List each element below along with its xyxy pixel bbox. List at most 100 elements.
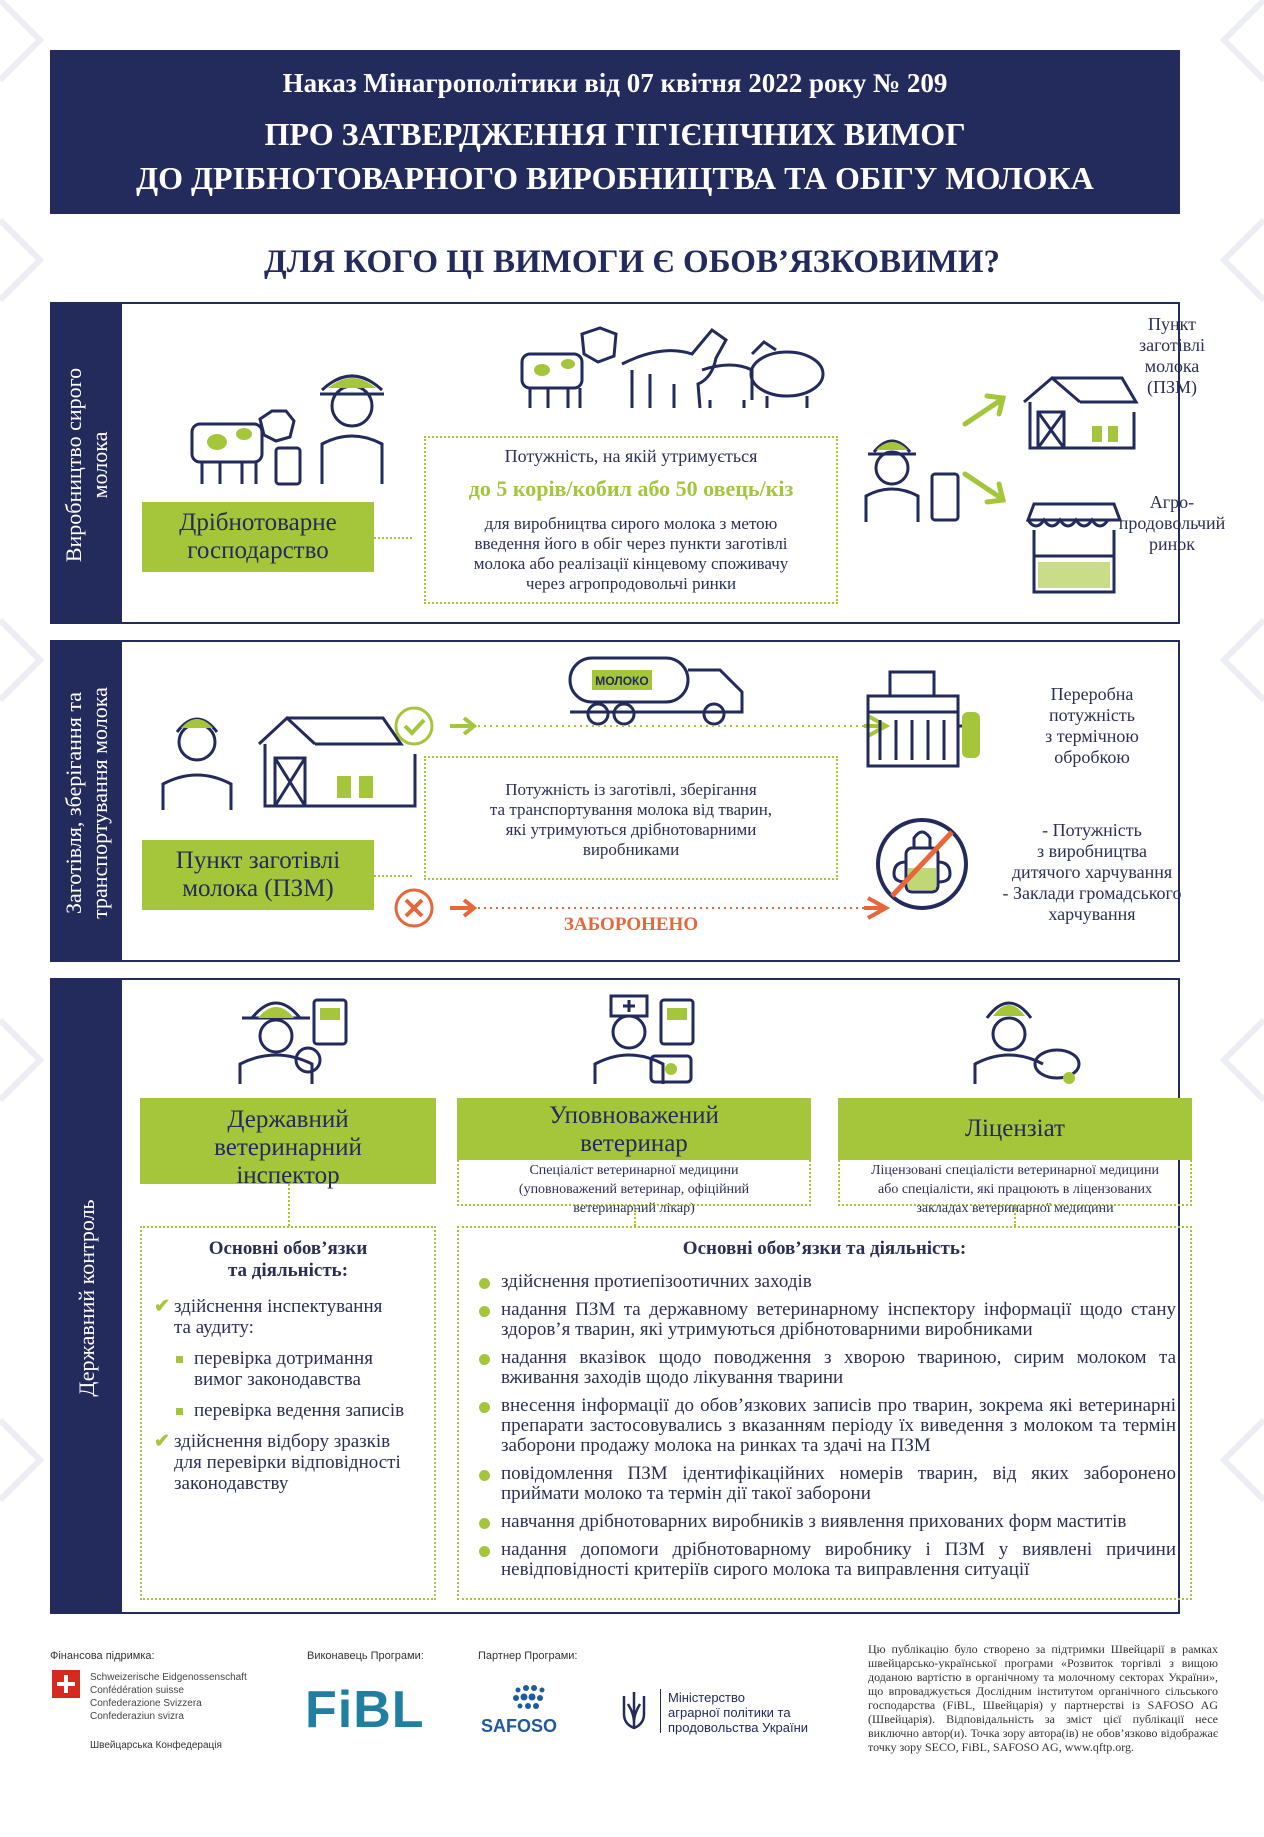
partner-label: Партнер Програми: — [478, 1650, 578, 1662]
point-label-line: молока (ПЗМ) — [182, 875, 334, 902]
inspector-duties-list: ✔ здійснення інспектування та аудиту: пе… — [154, 1296, 418, 1494]
inspector-duty: ✔ здійснення інспектування та аудиту: — [154, 1296, 418, 1338]
connector-line — [374, 537, 412, 539]
connector-line — [288, 1184, 290, 1226]
square-bullet-icon — [176, 1356, 183, 1363]
processing-plant-icon — [866, 670, 980, 768]
duty-line: законодавству — [174, 1473, 289, 1494]
duty-line: здійснення інспектування — [174, 1296, 383, 1317]
allowed-line: обробкою — [1054, 747, 1130, 767]
allowed-arrow — [394, 706, 891, 746]
executor-label: Виконавець Програми: — [307, 1650, 424, 1662]
desc-line: виробниками — [582, 840, 680, 859]
dest-line: молока — [1144, 356, 1200, 376]
licensee-icon — [973, 1001, 1081, 1084]
section-side-bar — [52, 304, 122, 622]
licensee-desc-line: або спеціалісти, які працюють в ліцензов… — [878, 1182, 1152, 1197]
ukraine-trident-icon — [622, 1692, 646, 1730]
farm-label-line: господарство — [187, 537, 329, 564]
duty-line: перевірка дотримання — [194, 1348, 373, 1369]
forbidden-dest-line: дитячого харчування — [1011, 862, 1173, 882]
check-icon: ✔ — [154, 1431, 170, 1452]
duty-line: та аудиту: — [174, 1317, 254, 1338]
swiss-line: Confédération suisse — [90, 1685, 184, 1696]
forbidden-arrow — [394, 888, 891, 928]
vet-duties-list: здійснення протиепізоотичних заходів нада… — [473, 1272, 1176, 1588]
licensee-desc-line: Ліцензовані спеціалісти ветеринарної мед… — [870, 1163, 1160, 1178]
swiss-confederation-ua: Швейцарська Конфедерація — [90, 1740, 222, 1751]
duties-title-line: Основні обов’язки — [208, 1238, 368, 1259]
swiss-line: Schweizerische Eidgenossenschaft — [90, 1672, 247, 1683]
duty-item: здійснення протиепізоотичних заходів — [473, 1272, 1176, 1292]
duties-title-line: та діяльність: — [227, 1260, 349, 1281]
veterinarian-icon — [593, 994, 695, 1084]
forbidden-label: ЗАБОРОНЕНО — [563, 914, 699, 935]
subject-line-1: ПРО ЗАТВЕРДЖЕННЯ ГІГІЄНІЧНИХ ВИМОГ — [264, 116, 966, 152]
disclaimer-text: Цю публікацію було створено за підтримки… — [868, 1642, 1218, 1754]
ministry-divider — [660, 1689, 661, 1733]
ministry-line: аграрної політики та — [668, 1705, 791, 1720]
livestock-icon — [520, 326, 825, 409]
funding-label: Фінансова підримка: — [50, 1650, 155, 1662]
connector-line — [1014, 1206, 1016, 1226]
role-line: ветеринарний — [214, 1134, 362, 1161]
duty-line: вимог законодавства — [194, 1369, 361, 1390]
section-side-bar — [52, 642, 122, 960]
small-farm-label: Дрібнотоварне господарство — [142, 502, 374, 572]
safoso-dots-icon — [513, 1685, 545, 1709]
worker-milk-point-icon — [161, 715, 417, 810]
forbidden-dest-line: - Заклади громадського — [1002, 883, 1182, 903]
safoso-logo: SAFOSO — [481, 1716, 558, 1736]
forbidden-destinations: - Потужність з виробництва дитячого харч… — [987, 820, 1197, 925]
connector-line — [634, 1206, 636, 1226]
milk-tanker-icon: МОЛОКО — [568, 656, 744, 726]
dest-line: Пункт — [1147, 314, 1196, 334]
capacity-box: Потужність, на якій утримується до 5 кор… — [424, 436, 838, 604]
subject-line-2: ДО ДРІБНОТОВАРНОГО ВИРОБНИЦТВА ТА ОБІГУ … — [136, 160, 1094, 196]
vet-desc-line: Спеціаліст ветеринарної медицини — [529, 1163, 739, 1178]
allowed-line: Переробна — [1050, 684, 1134, 704]
order-title: Наказ Мінагрополітики від 07 квітня 2022… — [282, 68, 948, 98]
duty-line: перевірка ведення записів — [194, 1400, 405, 1421]
forbidden-dest-line: з виробництва — [1037, 841, 1147, 861]
role-line: Уповноважений — [549, 1102, 719, 1129]
order-subject: ПРО ЗАТВЕРДЖЕННЯ ГІГІЄНІЧНИХ ВИМОГ ДО ДР… — [50, 112, 1180, 200]
ministry-logo: Міністерство аграрної політики та продов… — [668, 1690, 808, 1735]
baby-bottle-prohibited-icon — [876, 818, 968, 910]
swiss-flag-icon — [52, 1670, 80, 1698]
arrows-icon — [962, 393, 1007, 505]
side-label-line: Заготівля, зберігання та — [61, 692, 86, 914]
collection-description-box: Потужність із заготівлі, зберігання та т… — [424, 756, 838, 880]
duty-item: надання допомоги дрібнотоварному виробни… — [473, 1540, 1176, 1580]
duty-line: здійснення відбору зразків — [174, 1431, 391, 1452]
desc-line: Потужність із заготівлі, зберігання — [505, 780, 757, 799]
swiss-line: Confederazione Svizzera — [90, 1698, 202, 1709]
question-heading: ДЛЯ КОГО ЦІ ВИМОГИ Є ОБОВ’ЯЗКОВИМИ? — [264, 244, 1000, 280]
section-side-label: Заготівля, зберігання та транспортування… — [61, 687, 113, 919]
capacity-desc-line: введення його в обіг через пункти заготі… — [474, 534, 788, 553]
section-side-label: Виробництво сирого молока — [61, 368, 113, 562]
desc-line: та транспортування молока від тварин, — [489, 800, 773, 819]
fibl-logo: FiBL — [305, 1681, 425, 1739]
duty-item: повідомлення ПЗМ ідентифікаційних номері… — [473, 1464, 1176, 1504]
square-bullet-icon — [176, 1408, 183, 1415]
ministry-line: Міністерство — [668, 1690, 745, 1705]
allowed-line: потужність — [1049, 705, 1135, 725]
milk-collection-point-icon — [1023, 376, 1139, 450]
inspector-duties-title: Основні обов’язки та діяльність: — [142, 1238, 434, 1282]
section-collection-storage: Заготівля, зберігання та транспортування… — [50, 640, 1181, 962]
desc-line: які утримуються дрібнотоварними — [505, 820, 757, 839]
milk-point-label: Пункт заготівлі молока (ПЗМ) — [142, 840, 374, 910]
cow-farmer-icon — [190, 374, 384, 486]
role-licensee: Ліцензіат — [838, 1098, 1192, 1160]
dest-line: продовольчий — [1118, 513, 1226, 533]
inspector-icon — [238, 998, 348, 1084]
section-raw-milk-production: Виробництво сирого молока Дрібнотоварне … — [50, 302, 1225, 624]
dest-line: (ПЗМ) — [1146, 377, 1197, 397]
duty-item: надання вказівок щодо поводження з хворо… — [473, 1348, 1176, 1388]
forbidden-dest-line: - Потужність — [1042, 820, 1142, 840]
section-side-label: Державний контроль — [74, 1199, 99, 1397]
dest-line: заготівлі — [1139, 335, 1205, 355]
side-label-line: молока — [87, 431, 112, 499]
